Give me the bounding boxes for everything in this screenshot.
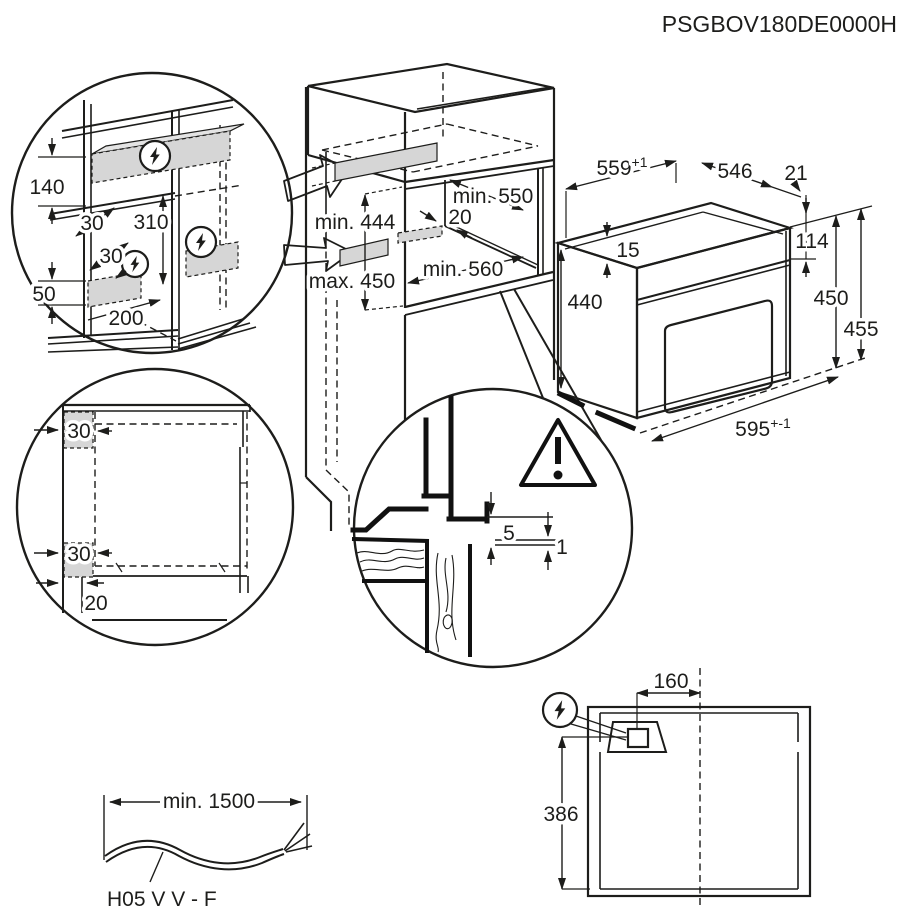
dim-front-offset-21: 21: [784, 162, 807, 185]
dim-height-450: 450: [813, 287, 848, 310]
dim-connection-depth-386: 386: [543, 803, 578, 826]
mains-cable-drawing: min. 1500 H05 V V - F: [103, 787, 313, 910]
dim-connection-offset-160: 160: [653, 670, 688, 693]
drawing-title: PSGBOV180DE0000H: [662, 11, 897, 37]
oven-top-view: 160 386: [540, 667, 812, 908]
dim-body-height-440: 440: [567, 291, 602, 314]
detail-connection-zones: 140 30 310 30 50 200: [10, 71, 294, 355]
cable-type-label: H05 V V - F: [107, 888, 217, 910]
bracket-zone-top: [63, 411, 94, 449]
connection-zone-back-wall: [397, 225, 443, 244]
dim-30-lower: 30: [99, 245, 122, 268]
dim-clearance-top-30: 30: [67, 420, 90, 443]
warning-triangle-icon: [519, 418, 597, 487]
connection-zone-side-wall: [339, 238, 389, 267]
dim-total-height-455: 455: [843, 318, 878, 341]
bracket-zone-bottom: [63, 542, 94, 578]
dim-top-inset-15: 15: [616, 239, 639, 262]
lightning-bolt-icon: [120, 249, 150, 279]
dim-oven-width-595: 595+-1: [735, 415, 791, 441]
cable: [104, 839, 284, 865]
dim-front-gap-20: 20: [84, 592, 107, 615]
dim-200: 200: [108, 307, 143, 330]
lightning-bolt-icon: [541, 691, 579, 729]
detail-side-clearances: 30 30 20: [15, 367, 295, 647]
dim-gap-1: 1: [556, 536, 568, 559]
dim-310: 310: [133, 211, 168, 234]
dim-oven-depth: 546: [717, 160, 752, 183]
oven-drawing: 559+1 546 21 114 15 440 450 455 595+-1: [554, 151, 882, 445]
detail-trim-gaps: 5 1: [350, 387, 634, 669]
dim-30-upper: 30: [80, 212, 103, 235]
dim-panel-height-114: 114: [795, 230, 829, 253]
dim-niche-depth: min. 550: [453, 185, 534, 208]
dim-clearance-bottom-30: 30: [67, 543, 90, 566]
dim-niche-height-min: min. 444: [315, 211, 396, 234]
lightning-bolt-icon: [184, 225, 218, 259]
cabinet-niche-drawing: min. 550 20 min. 444 max. 450 min. 560: [304, 62, 602, 531]
lightning-bolt-icon: [138, 139, 172, 173]
dim-niche-width-559: 559+1: [596, 154, 647, 180]
connection-zone-cabinet-top: [334, 142, 438, 182]
dim-zone-offset-20: 20: [448, 206, 471, 229]
dim-gap-5: 5: [503, 522, 515, 545]
dim-50: 50: [32, 283, 55, 306]
connection-box: [606, 721, 668, 753]
dim-niche-height-max: max. 450: [309, 270, 395, 293]
dim-cable-length: min. 1500: [163, 790, 255, 813]
dim-niche-width: min. 560: [423, 258, 504, 281]
dim-140: 140: [29, 176, 64, 199]
